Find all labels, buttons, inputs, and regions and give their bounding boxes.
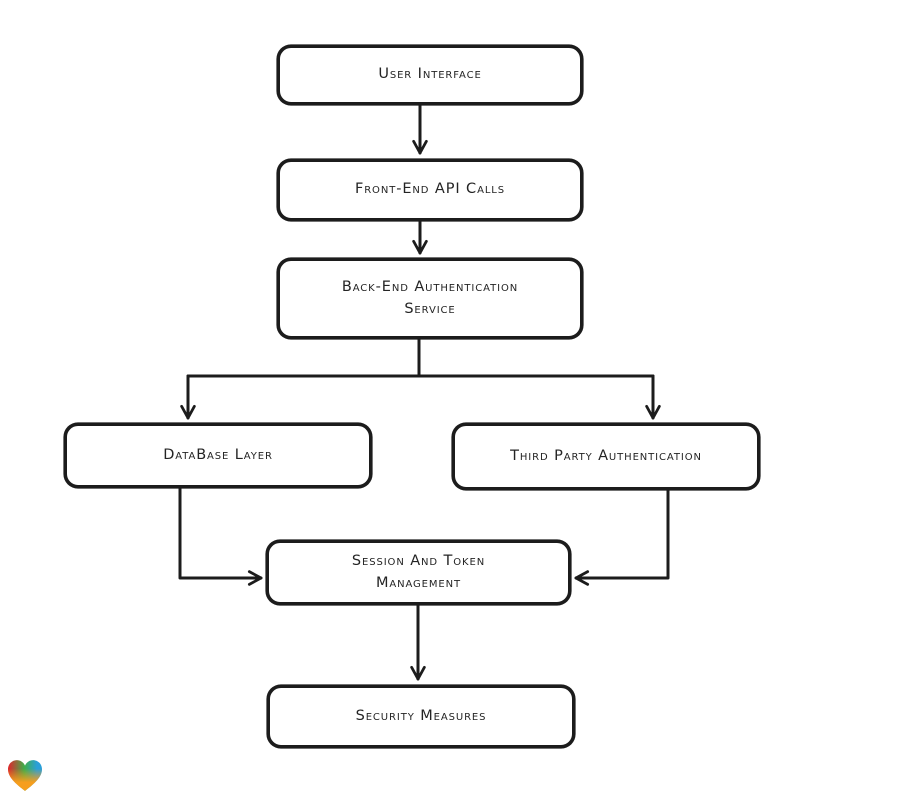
node-security-measures: Security Measures xyxy=(267,685,575,748)
edge-database-layer-to-session-token xyxy=(178,486,263,586)
node-session-and-token-management: Session And Token Management xyxy=(266,540,571,605)
node-back-end-authentication-service: Back-End Authentication Service xyxy=(277,258,583,339)
edge-third-party-auth-to-session-token xyxy=(574,488,670,586)
node-security-measures-label: Security Measures xyxy=(355,707,487,724)
gradient-heart-logo-icon xyxy=(8,760,42,791)
node-database-layer: DataBase Layer xyxy=(64,423,372,488)
node-third-party-authentication-label: Third Party Authentication xyxy=(510,447,702,464)
node-user-interface-label: User Interface xyxy=(378,66,482,83)
node-session-and-token-management-label: Session And Token Management xyxy=(351,553,486,591)
node-database-layer-label: DataBase Layer xyxy=(163,446,273,463)
node-front-end-api-calls-label: Front-End API Calls xyxy=(354,181,506,198)
node-front-end-api-calls: Front-End API Calls xyxy=(277,159,583,221)
node-third-party-authentication: Third Party Authentication xyxy=(452,423,760,490)
node-back-end-authentication-service-label: Back-End Authentication Service xyxy=(341,279,519,317)
node-user-interface: User Interface xyxy=(277,45,583,105)
